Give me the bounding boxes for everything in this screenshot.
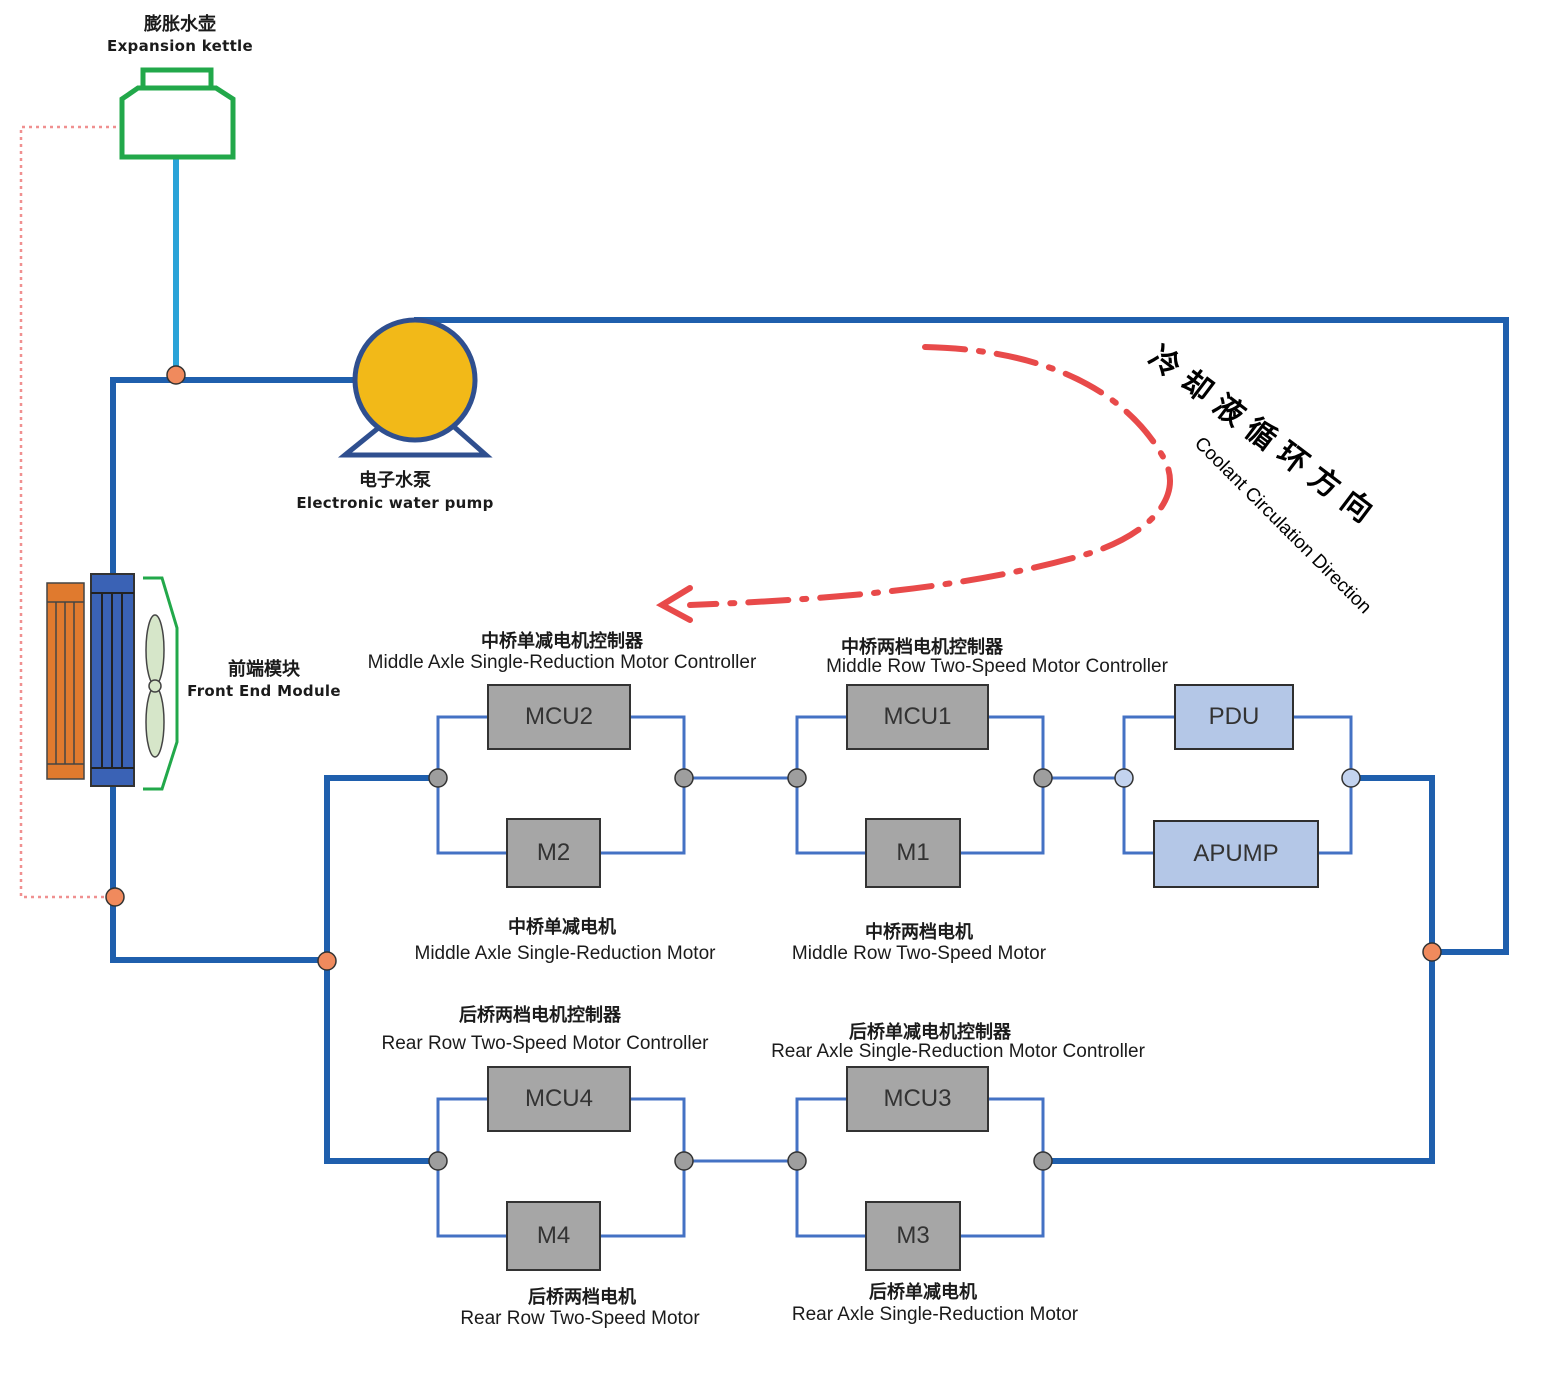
front-end-module-icon xyxy=(46,573,179,791)
apump-box: APUMP xyxy=(1153,820,1319,888)
circulation-direction-arrow xyxy=(655,344,1173,623)
m2-label-cn: 中桥单减电机 xyxy=(508,917,616,938)
m3-label-cn: 后桥单减电机 xyxy=(869,1282,977,1303)
branch-pipes xyxy=(436,715,1353,1238)
mcu4-controller-label-en: Rear Row Two-Speed Motor Controller xyxy=(381,1033,709,1054)
mcu3-box: MCU3 xyxy=(846,1066,989,1132)
mcu4-controller-label-cn: 后桥两档电机控制器 xyxy=(459,1005,621,1026)
mcu4-box: MCU4 xyxy=(487,1066,631,1132)
front-module-label-en: Front End Module xyxy=(187,682,341,700)
m4-label-en: Rear Row Two-Speed Motor xyxy=(460,1308,700,1329)
junction-nodes xyxy=(105,365,1442,1171)
water-pump-icon xyxy=(337,317,493,458)
pump-label-cn: 电子水泵 xyxy=(359,470,431,491)
m2-box: M2 xyxy=(506,818,601,888)
expansion-kettle-label-en: Expansion kettle xyxy=(107,37,253,55)
m1-label-en: Middle Row Two-Speed Motor xyxy=(791,943,1047,964)
m1-label-cn: 中桥两档电机 xyxy=(865,922,973,943)
mcu3-controller-label-cn: 后桥单减电机控制器 xyxy=(849,1022,1011,1043)
m1-box: M1 xyxy=(865,818,961,888)
expansion-kettle-label-cn: 膨胀水壶 xyxy=(144,14,216,35)
pump-label-en: Electronic water pump xyxy=(296,494,494,512)
m4-box: M4 xyxy=(506,1201,601,1271)
expansion-kettle-icon xyxy=(119,67,236,160)
m3-box: M3 xyxy=(865,1201,961,1271)
mcu1-box: MCU1 xyxy=(846,684,989,750)
mcu1-controller-label-cn: 中桥两档电机控制器 xyxy=(841,637,1003,658)
m2-label-en: Middle Axle Single-Reduction Motor xyxy=(414,943,716,964)
pdu-box: PDU xyxy=(1174,684,1294,750)
mcu3-controller-label-en: Rear Axle Single-Reduction Motor Control… xyxy=(771,1041,1145,1062)
vent-line xyxy=(19,125,123,899)
mcu2-controller-label-cn: 中桥单减电机控制器 xyxy=(481,631,643,652)
mcu2-controller-label-en: Middle Axle Single-Reduction Motor Contr… xyxy=(367,652,757,673)
m4-label-cn: 后桥两档电机 xyxy=(528,1287,636,1308)
mcu1-controller-label-en: Middle Row Two-Speed Motor Controller xyxy=(826,656,1168,677)
mcu2-box: MCU2 xyxy=(487,684,631,750)
front-module-label-cn: 前端模块 xyxy=(228,659,300,680)
m3-label-en: Rear Axle Single-Reduction Motor xyxy=(791,1304,1079,1325)
